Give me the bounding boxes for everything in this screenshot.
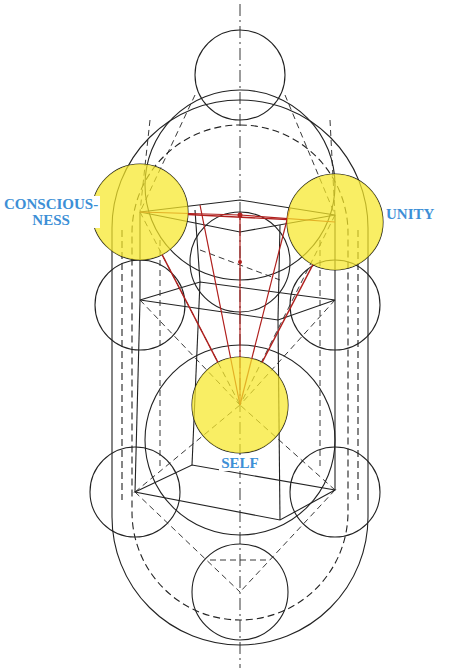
triangle-line <box>262 265 313 363</box>
triangle-line <box>162 255 218 363</box>
sephira-circle: UNITY <box>287 174 383 270</box>
triangle-line <box>188 214 287 219</box>
sephira-circle: SELF <box>192 357 288 453</box>
sephira-label: CONSCIOUS- NESS <box>2 196 100 228</box>
sephira-label: UNITY <box>384 206 436 222</box>
sephira-label: SELF <box>219 455 261 471</box>
sephira-circle: CONSCIOUS- NESS <box>92 164 188 260</box>
